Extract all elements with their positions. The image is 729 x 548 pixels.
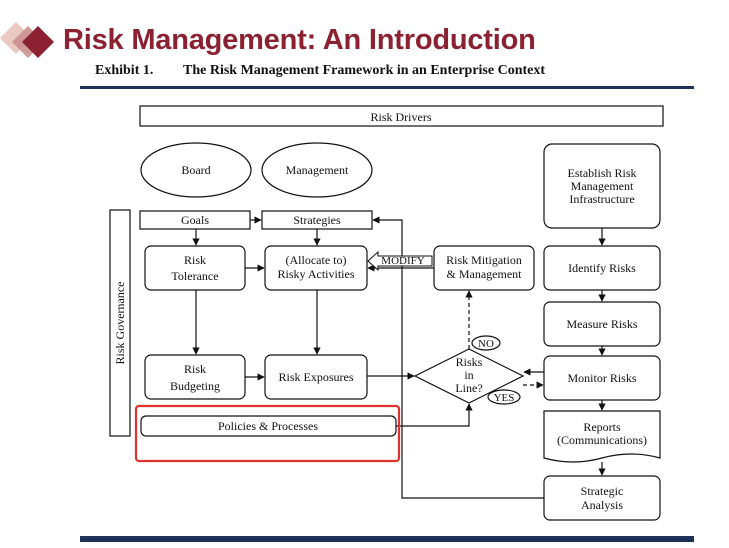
risk-budgeting-label-2: Budgeting <box>170 379 220 393</box>
risk-exposures-label: Risk Exposures <box>279 370 354 384</box>
board-label: Board <box>181 163 210 177</box>
allocate-risky-activities-box <box>264 245 368 291</box>
yes-label: YES <box>494 392 515 404</box>
infra-label-1: Establish Risk <box>567 166 636 180</box>
infra-label-2: Management <box>571 179 634 193</box>
reports-label-1: Reports <box>583 420 621 434</box>
risks-in-line-label-1: Risks <box>456 355 483 369</box>
modify-label: MODIFY <box>381 255 424 267</box>
goals-label: Goals <box>181 213 209 227</box>
risk-governance-box <box>109 209 131 437</box>
reports-label-2: (Communications) <box>557 433 647 447</box>
exhibit-number: Exhibit 1. <box>95 63 154 78</box>
yes-label-oval <box>487 389 521 405</box>
management-ellipse <box>261 142 373 198</box>
risks-in-line-label-2: in <box>464 368 473 382</box>
measure-risks-label: Measure Risks <box>567 317 638 331</box>
diamond-logo-icon <box>0 22 54 58</box>
mitigation-label-2: & Management <box>447 267 523 281</box>
risk-drivers-box <box>139 105 664 127</box>
board-ellipse <box>140 142 252 198</box>
arrow-policies-diamond <box>396 403 473 427</box>
strategic-label-2: Analysis <box>581 498 623 512</box>
reports-box <box>543 410 661 463</box>
infra-label-3: Infrastructure <box>569 192 634 206</box>
policies-highlight-frame <box>134 404 401 463</box>
bottom-rule <box>80 536 694 542</box>
identify-risks-label: Identify Risks <box>568 261 636 275</box>
risk-tolerance-label-1: Risk <box>184 253 206 267</box>
no-label: NO <box>478 338 494 350</box>
management-label: Management <box>286 163 349 177</box>
strategies-label: Strategies <box>293 213 341 227</box>
top-rule <box>80 86 694 89</box>
risks-in-line-diamond <box>413 348 525 404</box>
no-label-oval <box>471 335 501 351</box>
exhibit-caption: Exhibit 1. The Risk Management Framework … <box>95 63 545 79</box>
risk-tolerance-label-2: Tolerance <box>171 269 218 283</box>
risk-drivers-label: Risk Drivers <box>371 110 432 124</box>
risks-in-line-label-3: Line? <box>455 381 482 395</box>
monitor-risks-label: Monitor Risks <box>567 371 636 385</box>
mitigation-label-1: Risk Mitigation <box>446 253 522 267</box>
slide-title: Risk Management: An Introduction <box>63 24 536 56</box>
strategic-label-1: Strategic <box>581 484 624 498</box>
risk-budgeting-label-1: Risk <box>184 362 206 376</box>
exhibit-title: The Risk Management Framework in an Ente… <box>183 63 546 78</box>
policies-processes-label: Policies & Processes <box>218 419 318 433</box>
risk-exposures-box <box>264 354 368 400</box>
allocate-label-1: (Allocate to) <box>286 253 347 267</box>
risk-governance-label: Risk Governance <box>113 282 127 365</box>
modify-arrow-icon <box>367 250 433 272</box>
arrow-strategic-strategies <box>372 216 544 499</box>
allocate-label-2: Risky Activities <box>277 267 354 281</box>
